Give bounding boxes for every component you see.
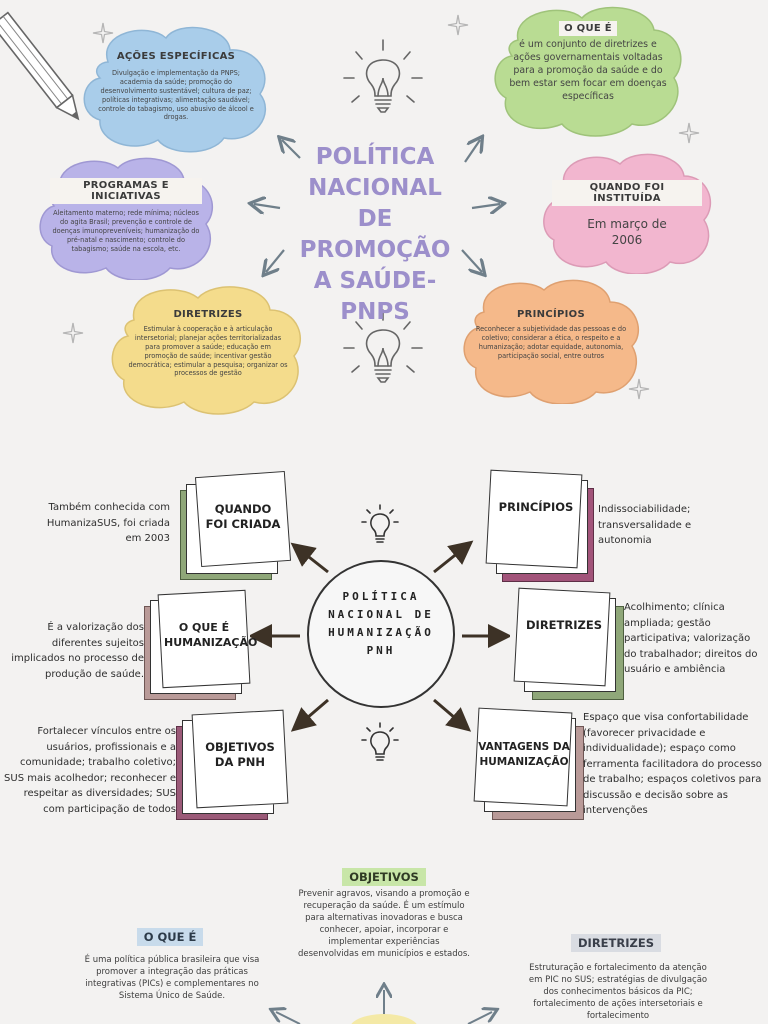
sparkle-icon (628, 378, 650, 400)
card-diretrizes: DIRETRIZES (513, 587, 626, 700)
card-principios: PRINCÍPIOS (485, 469, 598, 582)
cloud-title: AÇÕES ESPECÍFICAS (116, 51, 236, 62)
center-blob (351, 1014, 417, 1024)
card-label: QUANDO FOI CRIADA (205, 502, 281, 531)
card-o-que-e-humanizacao: O QUE É HUMANIZAÇÃO (142, 589, 258, 700)
lightbulb-icon (343, 309, 423, 383)
objetivos-text: Prevenir agravos, visando a promoção e r… (298, 889, 470, 959)
sparkle-icon (447, 14, 469, 36)
lightbulb-icon (361, 722, 399, 761)
principios-cloud: PRINCÍPIOS Reconhecer a subjetividade da… (458, 276, 644, 404)
quando-text: Também conhecida com HumanizaSUS, foi cr… (46, 502, 170, 544)
o-que-e-pill: O QUE É (136, 928, 204, 946)
sparkle-icon (92, 22, 114, 44)
vantagens-text: Espaço que visa confortabilidade (favore… (583, 712, 762, 816)
cloud-title: DIRETRIZES (173, 309, 243, 320)
cloud-shape (83, 26, 267, 153)
card-quando-foi-criada: QUANDO FOI CRIADA (180, 470, 292, 580)
o-que-e-text: É uma política pública brasileira que vi… (84, 955, 260, 1001)
sparkle-icon (678, 122, 700, 144)
arrow-icon (250, 540, 510, 732)
cloud-shape (494, 6, 682, 137)
objetivos-header: OBJETIVOS (300, 866, 468, 886)
card-label: PRINCÍPIOS (498, 500, 574, 514)
cloud-text: é um conjunto de diretrizes e ações gove… (509, 39, 667, 102)
diretrizes-header: DIRETRIZES (556, 932, 676, 952)
card-front (513, 587, 611, 687)
diretrizes-text: Acolhimento; clínica ampliada; gestão pa… (624, 602, 758, 675)
pnps-title: POLÍTICA NACIONAL DE PROMOÇÃO A SAÚDE- P… (299, 144, 451, 325)
diretrizes-cloud: DIRETRIZES Estimular à cooperação e à ar… (106, 282, 308, 418)
cloud-text: Reconhecer a subjetividade das pessoas e… (475, 325, 627, 360)
cloud-title: PROGRAMAS E INICIATIVAS (50, 178, 202, 204)
arrow-icon (260, 980, 510, 1024)
card-front (485, 469, 583, 569)
card-label: OBJETIVOS DA PNH (205, 740, 275, 769)
programas-cloud: PROGRAMAS E INICIATIVAS Aleitamento mate… (34, 154, 218, 280)
pnh-title: POLÍTICA NACIONAL DE HUMANIZAÇÃO PNH (328, 590, 434, 657)
quando-cloud: QUANDO FOI INSTITUÍDA Em março de 2006 (538, 150, 716, 274)
sparkle-icon (62, 322, 84, 344)
pencil-icon (0, 11, 80, 121)
lightbulb-icon (343, 39, 423, 113)
cloud-shape (111, 286, 301, 415)
cloud-text: Estimular à cooperação e à articulação i… (128, 325, 288, 378)
acoes-especificas-cloud: AÇÕES ESPECÍFICAS Divulgação e implement… (78, 22, 274, 154)
cloud-title: QUANDO FOI INSTITUÍDA (552, 180, 702, 206)
card-label: VANTAGENS DA HUMANIZAÇÃO (478, 741, 570, 768)
card-objetivos-pnh: OBJETIVOS DA PNH (176, 709, 290, 820)
diretrizes-text: Estruturação e fortalecimento da atenção… (528, 963, 708, 1021)
arrow-icon (240, 120, 540, 290)
cloud-shape (463, 279, 640, 404)
cloud-text: Divulgação e implementação da PNPS; acad… (98, 69, 254, 122)
objetivos-text: Fortalecer vínculos entre os usuários, p… (4, 726, 176, 815)
objetivos-pill: OBJETIVOS (342, 868, 426, 886)
o-que-e-cloud: O QUE É é um conjunto de diretrizes e aç… (490, 4, 686, 138)
cloud-text: Aleitamento materno; rede mínima; núcleo… (52, 209, 200, 253)
cloud-title: O QUE É (559, 21, 617, 36)
o-que-e-text: É a valorização dos diferentes sujeitos … (11, 622, 144, 680)
diretrizes-pill: DIRETRIZES (571, 934, 661, 952)
lightbulb-icon (361, 504, 399, 543)
card-vantagens: VANTAGENS DA HUMANIZAÇÃO (473, 707, 588, 820)
o-que-e-header: O QUE É (110, 926, 230, 946)
pnh-center-circle (307, 560, 455, 708)
card-label: O QUE É HUMANIZAÇÃO (164, 621, 258, 649)
cloud-title: PRINCÍPIOS (517, 309, 585, 320)
principios-text: Indissociabilidade; transversalidade e a… (598, 504, 692, 546)
cloud-text: Em março de 2006 (587, 217, 667, 247)
card-label: DIRETRIZES (526, 618, 602, 632)
